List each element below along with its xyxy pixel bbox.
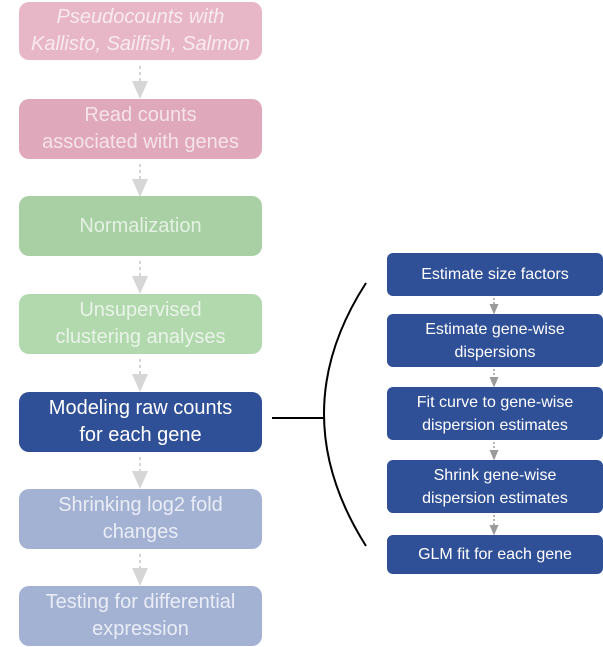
step-read-counts-line1: Read counts (84, 104, 197, 126)
step-modeling-raw-counts: Modeling raw counts for each gene (19, 392, 262, 452)
step-shrinking-line2: changes (102, 521, 179, 543)
step-shrinking-log2-fold-changes: Shrinking log2 fold changes (19, 489, 262, 549)
step-testing-line2: expression (92, 618, 189, 640)
step-pseudocounts: Pseudocounts with Kallisto, Sailfish, Sa… (19, 2, 262, 60)
detail-3-line1: Fit curve to gene-wise (416, 393, 574, 411)
step-unsupervised-clustering: Unsupervised clustering analyses (19, 294, 262, 354)
detail-4-line1: Shrink gene-wise (433, 466, 557, 484)
step-unsupervised-line1: Unsupervised (79, 299, 202, 321)
detail-2-line1: Estimate gene-wise (425, 320, 565, 338)
step-pseudocounts-line2: Kallisto, Sailfish, Salmon (31, 33, 250, 55)
detail-1-label: Estimate size factors (421, 266, 569, 283)
detail-5-label: GLM fit for each gene (418, 546, 572, 563)
detail-4-line2: dispersion estimates (422, 489, 568, 507)
detail-fit-curve: Fit curve to gene-wise dispersion estima… (387, 387, 603, 440)
step-normalization: Normalization (19, 196, 262, 256)
step-unsupervised-line2: clustering analyses (55, 326, 226, 348)
step-modeling-line1: Modeling raw counts (48, 397, 233, 419)
step-testing-differential-expression: Testing for differential expression (19, 586, 262, 646)
detail-2-line2: dispersions (454, 343, 536, 361)
step-shrinking-line1: Shrinking log2 fold (58, 494, 223, 516)
detail-estimate-gene-wise-dispersions: Estimate gene-wise dispersions (387, 314, 603, 367)
detail-shrink-gene-wise: Shrink gene-wise dispersion estimates (387, 460, 603, 513)
step-testing-line1: Testing for differential (45, 591, 236, 613)
step-normalization-label: Normalization (79, 214, 202, 237)
detail-estimate-size-factors: Estimate size factors (387, 253, 603, 296)
detail-glm-fit: GLM fit for each gene (387, 535, 603, 574)
detail-3-line2: dispersion estimates (422, 416, 568, 434)
detail-bracket (323, 282, 367, 547)
step-read-counts-line2: associated with genes (42, 131, 239, 153)
step-modeling-line2: for each gene (79, 424, 202, 446)
step-pseudocounts-line1: Pseudocounts with (56, 6, 225, 28)
step-read-counts: Read counts associated with genes (19, 99, 262, 159)
